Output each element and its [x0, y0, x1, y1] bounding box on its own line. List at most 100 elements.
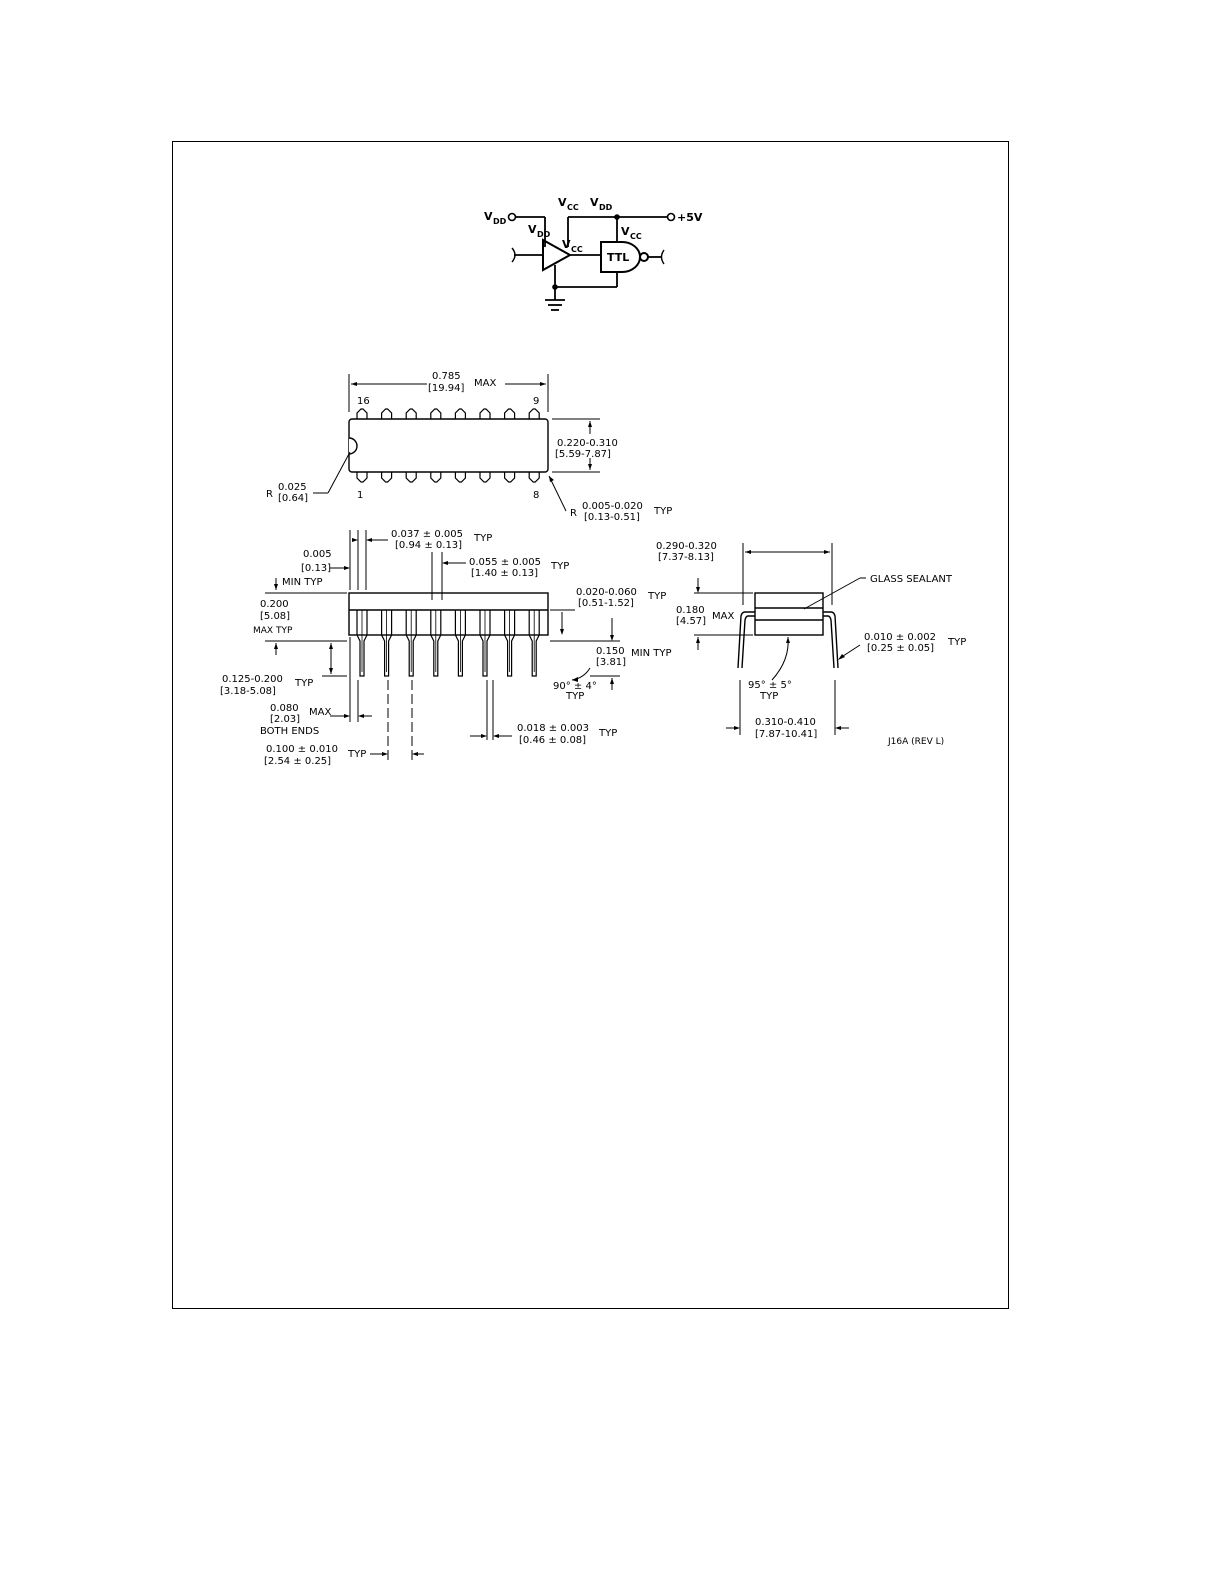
svg-text:0.055 ± 0.005: 0.055 ± 0.005: [469, 557, 541, 568]
svg-text:MAX: MAX: [474, 378, 496, 389]
top-pin-upper: [356, 408, 368, 419]
end-body: [754, 592, 824, 636]
svg-text:[0.51-1.52]: [0.51-1.52]: [578, 598, 634, 609]
drawing-frame: [172, 141, 1009, 1309]
svg-text:0.037 ± 0.005: 0.037 ± 0.005: [391, 529, 463, 540]
svg-text:90° ± 4°: 90° ± 4°: [553, 681, 597, 692]
svg-text:V: V: [562, 238, 571, 251]
svg-text:0.080: 0.080: [270, 703, 299, 714]
svg-text:0.005: 0.005: [303, 549, 332, 560]
svg-text:TYP: TYP: [759, 691, 778, 702]
svg-text:[19.94]: [19.94]: [428, 383, 465, 394]
svg-text:TYP: TYP: [653, 506, 672, 517]
svg-text:0.180: 0.180: [676, 605, 705, 616]
svg-text:MIN TYP: MIN TYP: [282, 577, 322, 588]
svg-text:CC: CC: [630, 232, 642, 241]
svg-text:[3.81]: [3.81]: [596, 657, 626, 668]
svg-text:TYP: TYP: [294, 678, 313, 689]
side-lead: [479, 610, 491, 677]
svg-text:[0.13]: [0.13]: [301, 563, 331, 574]
top-pin-lower: [504, 472, 516, 483]
svg-text:0.125-0.200: 0.125-0.200: [222, 674, 283, 685]
top-pin-lower: [405, 472, 417, 483]
vdd-terminal: [507, 212, 517, 222]
interface-schematic: V DD V CC V DD +5V V DD V CC V CC TTL: [484, 196, 703, 311]
svg-text:[2.03]: [2.03]: [270, 714, 300, 725]
svg-text:0.310-0.410: 0.310-0.410: [755, 717, 816, 728]
svg-text:[2.54 ± 0.25]: [2.54 ± 0.25]: [264, 756, 331, 767]
svg-text:8: 8: [533, 490, 539, 501]
top-pin-lower: [528, 472, 540, 483]
side-lead: [405, 610, 417, 677]
drawing-id: J16A (REV L): [887, 737, 944, 747]
svg-text:CC: CC: [571, 245, 583, 254]
svg-text:[7.87-10.41]: [7.87-10.41]: [755, 729, 817, 740]
svg-text:16: 16: [357, 396, 370, 407]
top-pin-lower: [479, 472, 491, 483]
svg-text:DD: DD: [493, 217, 507, 226]
svg-text:[0.64]: [0.64]: [278, 493, 308, 504]
svg-text:R: R: [266, 489, 273, 500]
svg-text:BOTH ENDS: BOTH ENDS: [260, 726, 319, 737]
top-pin-upper: [528, 408, 540, 419]
svg-text:TYP: TYP: [647, 591, 666, 602]
svg-text:DD: DD: [599, 203, 613, 212]
side-lead: [504, 610, 516, 677]
side-lead: [356, 610, 368, 677]
vdd-in-label: V: [484, 210, 493, 223]
side-body: [348, 592, 549, 636]
svg-text:0.220-0.310: 0.220-0.310: [557, 438, 618, 449]
svg-text:0.200: 0.200: [260, 599, 289, 610]
svg-text:1: 1: [357, 490, 363, 501]
package-end-view: 0.290-0.320 [7.37-8.13] GLASS SEALANT 0.…: [656, 541, 966, 747]
pin1-notch: [348, 437, 358, 455]
side-lead: [528, 610, 540, 677]
top-pin-upper: [454, 408, 466, 419]
top-pin-upper: [479, 408, 491, 419]
svg-text:TYP: TYP: [473, 533, 492, 544]
svg-text:0.025: 0.025: [278, 482, 307, 493]
package-body: [348, 418, 549, 473]
svg-text:[0.13-0.51]: [0.13-0.51]: [584, 512, 640, 523]
svg-text:[3.18-5.08]: [3.18-5.08]: [220, 686, 276, 697]
svg-text:0.005-0.020: 0.005-0.020: [582, 501, 643, 512]
svg-text:[0.46 ± 0.08]: [0.46 ± 0.08]: [519, 735, 586, 746]
top-pin-lower: [381, 472, 393, 483]
svg-text:MIN TYP: MIN TYP: [631, 648, 671, 659]
svg-text:9: 9: [533, 396, 539, 407]
top-pin-upper: [381, 408, 393, 419]
svg-text:[1.40 ± 0.13]: [1.40 ± 0.13]: [471, 568, 538, 579]
svg-text:0.010 ± 0.002: 0.010 ± 0.002: [864, 632, 936, 643]
svg-text:TYP: TYP: [598, 728, 617, 739]
supply-label: +5V: [677, 211, 703, 224]
svg-text:V: V: [590, 196, 599, 209]
svg-text:[7.37-8.13]: [7.37-8.13]: [658, 552, 714, 563]
supply-terminal: [666, 212, 676, 222]
side-lead: [454, 610, 466, 677]
svg-text:0.100 ± 0.010: 0.100 ± 0.010: [266, 744, 338, 755]
svg-text:0.018 ± 0.003: 0.018 ± 0.003: [517, 723, 589, 734]
svg-text:V: V: [558, 196, 567, 209]
svg-text:0.150: 0.150: [596, 646, 625, 657]
svg-text:[0.25 ± 0.05]: [0.25 ± 0.05]: [867, 643, 934, 654]
top-pin-lower: [454, 472, 466, 483]
svg-text:[5.08]: [5.08]: [260, 611, 290, 622]
svg-text:MAX: MAX: [309, 707, 331, 718]
svg-text:0.785: 0.785: [432, 371, 461, 382]
top-pin-lower: [356, 472, 368, 483]
top-pin-upper: [405, 408, 417, 419]
package-side-view: 0.037 ± 0.005 [0.94 ± 0.13] TYP 0.005 [0…: [220, 529, 671, 767]
top-pin-upper: [430, 408, 442, 419]
svg-text:TYP: TYP: [550, 561, 569, 572]
svg-text:TYP: TYP: [347, 749, 366, 760]
side-lead: [430, 610, 442, 677]
svg-text:DD: DD: [537, 230, 551, 239]
svg-text:0.290-0.320: 0.290-0.320: [656, 541, 717, 552]
top-pin-lower: [430, 472, 442, 483]
svg-text:MAX TYP: MAX TYP: [253, 626, 293, 636]
svg-text:TYP: TYP: [947, 637, 966, 648]
svg-text:CC: CC: [567, 203, 579, 212]
svg-text:0.020-0.060: 0.020-0.060: [576, 587, 637, 598]
svg-text:[4.57]: [4.57]: [676, 616, 706, 627]
